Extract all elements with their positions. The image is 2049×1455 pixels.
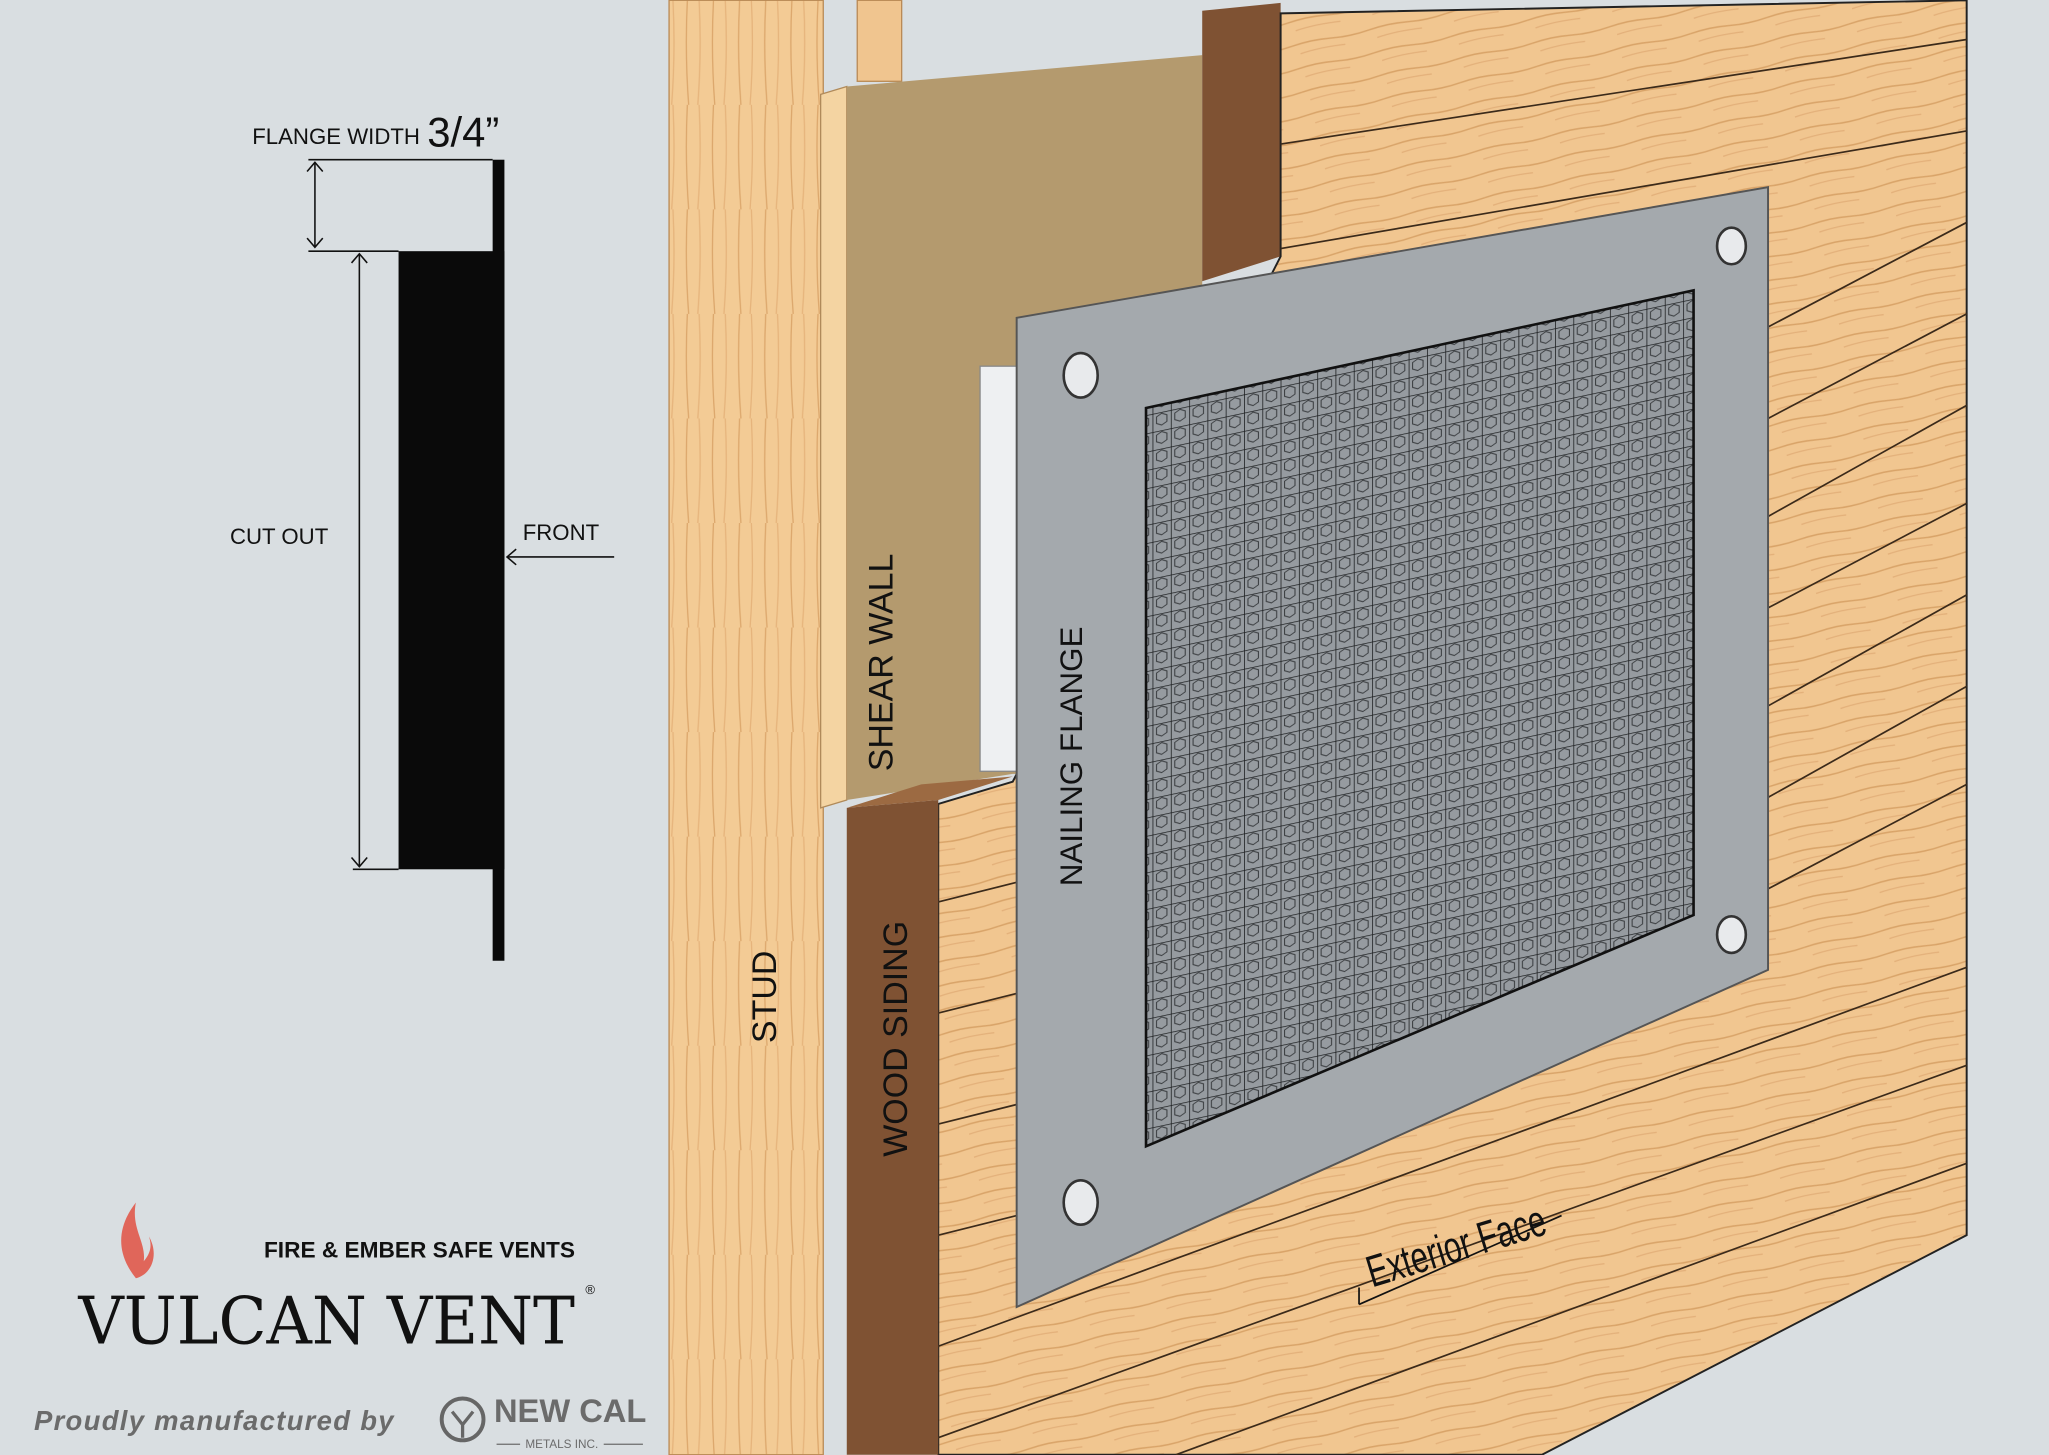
screw-hole: [1715, 915, 1748, 955]
nailing-flange-label: NAILING FLANGE: [1054, 627, 1089, 887]
screw-holes: [1062, 226, 1748, 1227]
registered-mark: ®: [585, 1282, 595, 1297]
vent-mesh-screen: [1144, 288, 1695, 1149]
manufactured-by-text: Proudly manufactured by: [34, 1405, 395, 1436]
new-cal-logo: NEW CAL METALS INC.: [439, 1392, 646, 1451]
flame-icon: [121, 1202, 154, 1279]
flange-width-value: 3/4”: [427, 109, 499, 156]
shear-wall-label: SHEAR WALL: [863, 554, 901, 772]
shear-wall-edge: [819, 85, 848, 809]
siding-edge-upper: [1202, 2, 1281, 282]
new-cal-sub: METALS INC.: [525, 1438, 598, 1451]
top-framing: [856, 0, 903, 82]
flange-profile-drawing: [306, 158, 615, 961]
wood-siding-label: WOOD SIDING: [877, 921, 915, 1157]
cut-out-label: CUT OUT: [230, 524, 329, 549]
new-cal-emblem-icon: [439, 1396, 486, 1443]
screw-hole: [1715, 226, 1748, 266]
wood-siding-edge: [846, 800, 939, 1455]
brand-tagline: FIRE & EMBER SAFE VENTS: [264, 1237, 575, 1262]
stud-label: STUD: [746, 951, 784, 1043]
exterior-face-underline: [1358, 1214, 1562, 1306]
screw-hole: [1062, 1178, 1099, 1227]
brand-name: VULCAN VENT: [77, 1284, 575, 1360]
vulcan-vent-logo: FIRE & EMBER SAFE VENTS VULCAN VENT ®: [77, 1202, 595, 1360]
stud: [668, 0, 824, 1455]
screw-hole: [1062, 351, 1099, 399]
new-cal-name: NEW CAL: [494, 1392, 646, 1429]
vent-body: [398, 251, 505, 870]
flange-width-label: FLANGE WIDTH: [252, 124, 420, 149]
siding-board-lines: [937, 38, 1968, 1455]
front-label: FRONT: [523, 520, 600, 545]
vent-collar: [979, 365, 1020, 772]
